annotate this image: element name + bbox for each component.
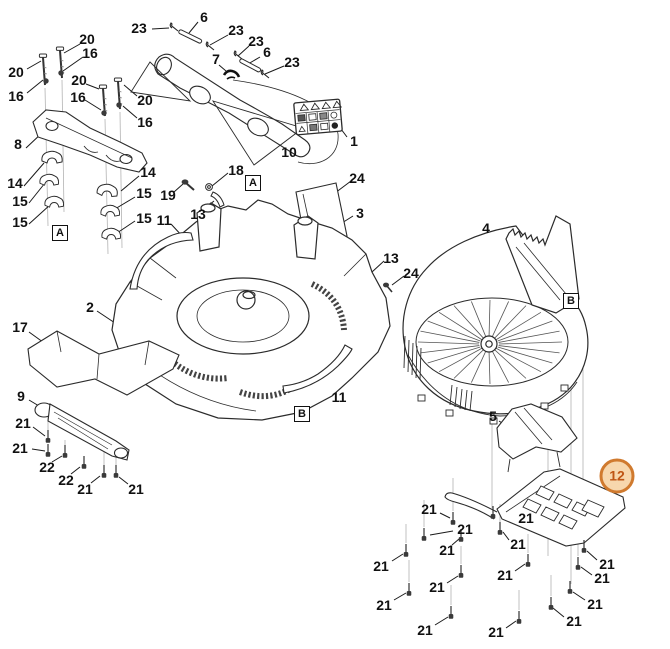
part-8-bracket-drawing <box>32 109 148 173</box>
callout-part-18: 18 <box>228 162 244 178</box>
callout-part-14: 14 <box>140 164 156 180</box>
part-4-duct <box>505 215 580 314</box>
callout-part-9: 9 <box>17 388 25 404</box>
highlighted-callout-part-12: 12 <box>599 458 635 494</box>
part-18-washer <box>205 183 213 191</box>
callout-part-24: 24 <box>349 170 365 186</box>
callout-part-21: 21 <box>594 570 610 586</box>
callout-part-23: 23 <box>248 33 264 49</box>
part-2-deck-drawing <box>111 199 391 421</box>
part-5-chute-drawing <box>496 403 578 473</box>
callout-part-22: 22 <box>39 459 55 475</box>
callout-part-21: 21 <box>587 596 603 612</box>
part-12-skid-plate-drawing <box>444 468 626 547</box>
callout-part-21: 21 <box>12 440 28 456</box>
part-17-deflector-drawing <box>27 330 180 396</box>
part-1-warning-label-drawing <box>293 98 343 136</box>
part-11-rails-drawing <box>129 231 353 394</box>
callout-part-5: 5 <box>489 408 497 424</box>
part-19-bolt <box>181 179 195 191</box>
callout-part-20: 20 <box>137 92 153 108</box>
callout-part-21: 21 <box>417 622 433 638</box>
callout-part-13: 13 <box>190 206 206 222</box>
part-24-screw-right <box>383 282 393 293</box>
callout-part-15: 15 <box>136 210 152 226</box>
callout-part-6: 6 <box>200 9 208 25</box>
callout-part-21: 21 <box>376 597 392 613</box>
callout-part-14: 14 <box>7 175 23 191</box>
callout-part-16: 16 <box>8 88 24 104</box>
callout-part-21: 21 <box>429 579 445 595</box>
callout-part-22: 22 <box>58 472 74 488</box>
callout-part-15: 15 <box>12 193 28 209</box>
callout-part-15: 15 <box>12 214 28 230</box>
callout-part-21: 21 <box>457 521 473 537</box>
callout-part-6: 6 <box>263 44 271 60</box>
callout-part-21: 21 <box>77 481 93 497</box>
callout-part-16: 16 <box>70 89 86 105</box>
callout-part-2: 2 <box>86 299 94 315</box>
plate-holes <box>522 485 605 530</box>
callout-part-17: 17 <box>12 319 28 335</box>
part-10-handlebar-drawing <box>130 53 339 166</box>
view-marker-B: B <box>563 293 579 309</box>
callout-part-24: 24 <box>403 265 419 281</box>
callout-part-4: 4 <box>482 220 490 236</box>
callout-part-16: 16 <box>82 45 98 61</box>
callout-part-1: 1 <box>350 133 358 149</box>
part-4-blower-housing-drawing <box>402 215 589 425</box>
callout-part-8: 8 <box>14 136 22 152</box>
callout-part-21: 21 <box>15 415 31 431</box>
housing-tabs <box>417 384 569 425</box>
view-marker-B: B <box>294 406 310 422</box>
view-marker-A: A <box>52 225 68 241</box>
callout-part-20: 20 <box>71 72 87 88</box>
callout-part-11: 11 <box>331 389 347 405</box>
callout-part-10: 10 <box>281 144 297 160</box>
callout-part-16: 16 <box>137 114 153 130</box>
callout-part-21: 21 <box>421 501 437 517</box>
callout-part-7: 7 <box>212 51 220 67</box>
deck-handle-towers <box>196 202 319 260</box>
clip-7 <box>222 69 241 78</box>
callout-part-21: 21 <box>518 510 534 526</box>
callout-part-11: 11 <box>156 212 172 228</box>
callout-part-3: 3 <box>356 205 364 221</box>
housing-ribs <box>403 335 473 412</box>
callout-part-21: 21 <box>599 556 615 572</box>
callout-part-23: 23 <box>284 54 300 70</box>
callout-part-21: 21 <box>497 567 513 583</box>
callout-part-21: 21 <box>488 624 504 640</box>
part-13-clip <box>210 191 225 208</box>
callout-part-15: 15 <box>136 185 152 201</box>
callout-part-21: 21 <box>566 613 582 629</box>
callout-part-13: 13 <box>383 250 399 266</box>
view-marker-A: A <box>245 175 261 191</box>
callout-part-23: 23 <box>131 20 147 36</box>
callout-part-23: 23 <box>228 22 244 38</box>
part-9-bar-drawing <box>34 402 130 461</box>
callout-part-21: 21 <box>128 481 144 497</box>
callout-part-19: 19 <box>160 187 176 203</box>
callout-part-20: 20 <box>79 31 95 47</box>
fan-impeller-spokes <box>417 299 563 385</box>
callout-part-21: 21 <box>439 542 455 558</box>
callout-part-21: 21 <box>373 558 389 574</box>
rod-and-pin-hardware <box>169 22 270 80</box>
callout-part-21: 21 <box>510 536 526 552</box>
callout-part-20: 20 <box>8 64 24 80</box>
